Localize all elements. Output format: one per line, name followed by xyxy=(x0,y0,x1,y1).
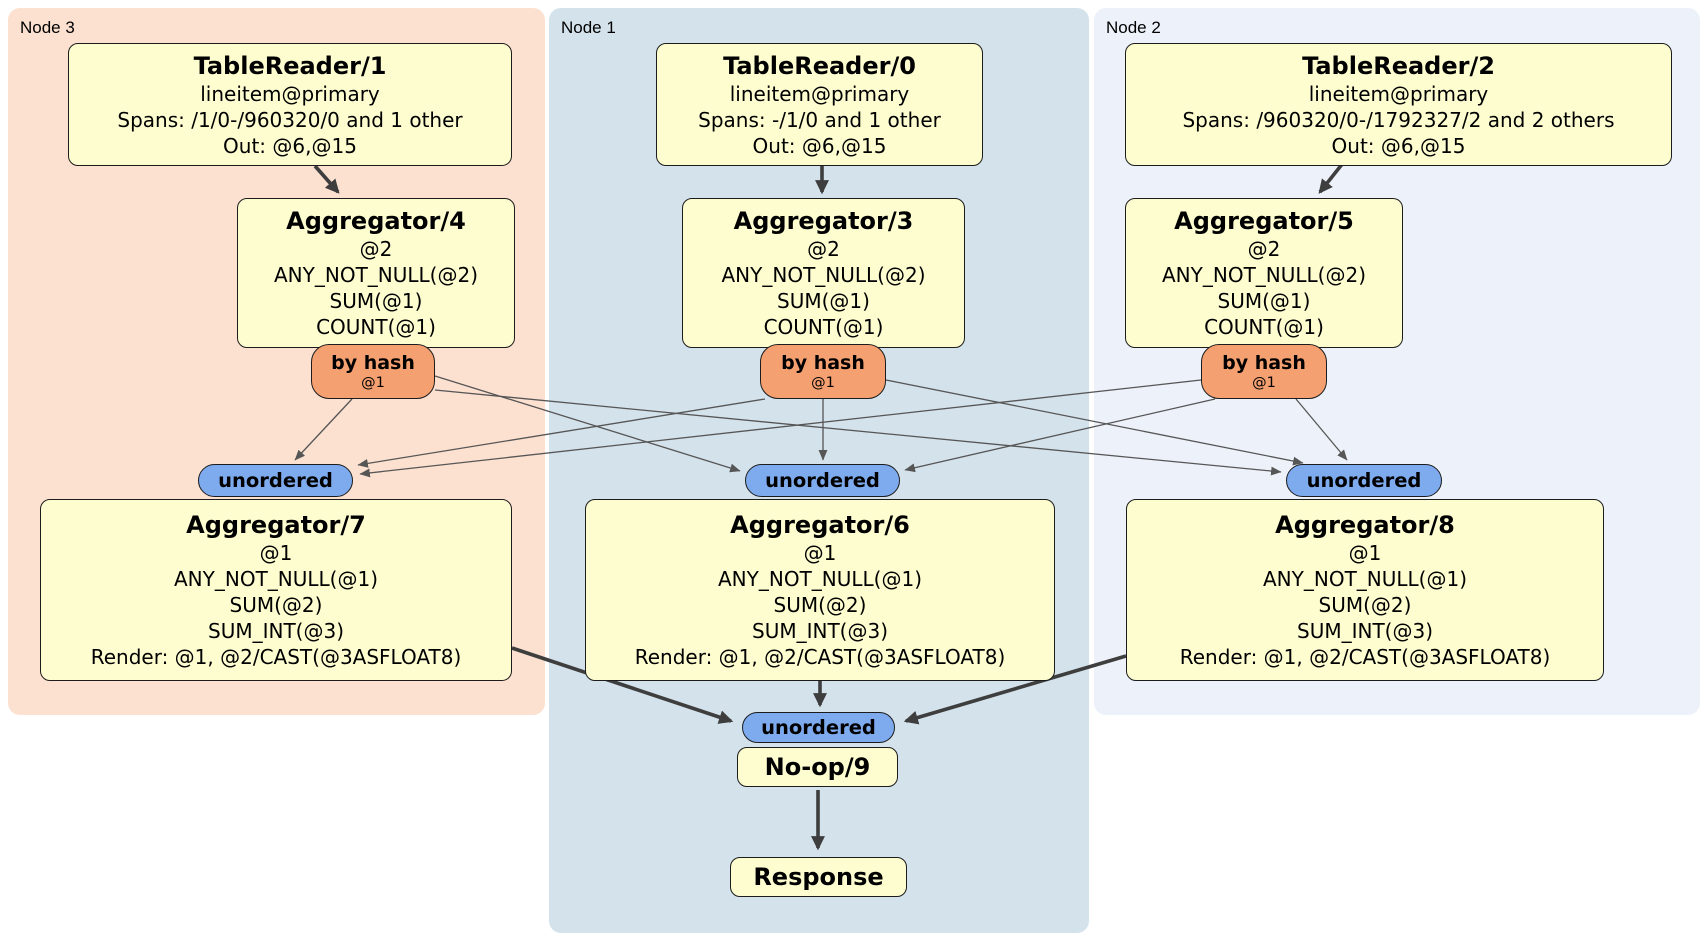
aggregator-6-group: @1 xyxy=(803,541,837,565)
aggregator-4-title: Aggregator/4 xyxy=(286,207,466,235)
aggregator-8-group: @1 xyxy=(1348,541,1382,565)
edge-bh4-uno8 xyxy=(434,389,1282,476)
aggregator-6-fn2: SUM(@2) xyxy=(773,593,867,617)
edge-bh4-uno6 xyxy=(434,375,741,473)
node3-region-label: Node 3 xyxy=(20,18,75,37)
aggregator-6-render: Render: @1, @2/CAST(@3ASFLOAT8) xyxy=(634,645,1006,669)
aggregator-4-fn2: SUM(@1) xyxy=(329,289,423,313)
tablereader-0-title: TableReader/0 xyxy=(723,51,916,80)
unordered-sync-final-label: unordered xyxy=(761,715,876,739)
aggregator-3-fn1: ANY_NOT_NULL(@2) xyxy=(721,263,926,287)
aggregator-7-render: Render: @1, @2/CAST(@3ASFLOAT8) xyxy=(90,645,462,669)
edge-tr1-agg4 xyxy=(313,164,340,194)
unordered-sync-6-pill: unordered xyxy=(745,464,900,497)
response-box: Response xyxy=(730,857,907,897)
aggregator-6-box: Aggregator/6 @1 ANY_NOT_NULL(@1) SUM(@2)… xyxy=(585,499,1055,681)
aggregator-8-render: Render: @1, @2/CAST(@3ASFLOAT8) xyxy=(1179,645,1551,669)
tablereader-0-spans: Spans: -/1/0 and 1 other xyxy=(698,107,941,132)
hash-router-4-label: by hash xyxy=(331,351,415,374)
aggregator-5-fn1: ANY_NOT_NULL(@2) xyxy=(1162,263,1366,287)
edge-bh5-uno6 xyxy=(904,398,1216,473)
node2-region-label: Node 2 xyxy=(1106,18,1161,37)
tablereader-2-title: TableReader/2 xyxy=(1302,51,1495,80)
hash-router-5-label: by hash xyxy=(1222,351,1306,374)
tablereader-0-index: lineitem@primary xyxy=(729,81,910,106)
aggregator-4-fn1: ANY_NOT_NULL(@2) xyxy=(274,263,478,287)
edge-agg7-sync9 xyxy=(511,646,734,724)
aggregator-7-box: Aggregator/7 @1 ANY_NOT_NULL(@1) SUM(@2)… xyxy=(40,499,512,681)
edge-agg8-sync9 xyxy=(903,654,1127,725)
tablereader-0-box: TableReader/0 lineitem@primary Spans: -/… xyxy=(656,43,983,166)
aggregator-7-fn2: SUM(@2) xyxy=(229,593,323,617)
tablereader-1-box: TableReader/1 lineitem@primary Spans: /1… xyxy=(68,43,512,166)
tablereader-0-out: Out: @6,@15 xyxy=(752,133,887,158)
aggregator-4-box: Aggregator/4 @2 ANY_NOT_NULL(@2) SUM(@1)… xyxy=(237,198,515,348)
edge-tr2-agg5 xyxy=(1318,161,1345,194)
aggregator-3-box: Aggregator/3 @2 ANY_NOT_NULL(@2) SUM(@1)… xyxy=(682,198,965,348)
hash-router-4-key: @1 xyxy=(361,374,385,391)
aggregator-8-title: Aggregator/8 xyxy=(1275,511,1455,539)
aggregator-6-fn3: SUM_INT(@3) xyxy=(752,619,888,643)
unordered-sync-8-pill: unordered xyxy=(1286,464,1442,497)
hash-router-3-key: @1 xyxy=(811,374,835,391)
aggregator-8-fn3: SUM_INT(@3) xyxy=(1297,619,1433,643)
tablereader-1-title: TableReader/1 xyxy=(193,51,387,80)
aggregator-7-group: @1 xyxy=(259,541,293,565)
aggregator-4-fn3: COUNT(@1) xyxy=(316,315,436,339)
tablereader-1-out: Out: @6,@15 xyxy=(223,133,357,158)
unordered-sync-final-pill: unordered xyxy=(742,712,895,743)
hash-router-5-key: @1 xyxy=(1252,374,1276,391)
edge-bh5-uno8 xyxy=(1295,398,1348,461)
aggregator-4-group: @2 xyxy=(359,237,393,261)
aggregator-7-fn1: ANY_NOT_NULL(@1) xyxy=(174,567,378,591)
edge-bh3-uno8 xyxy=(885,379,1304,466)
hash-router-3-label: by hash xyxy=(781,351,865,374)
aggregator-7-fn3: SUM_INT(@3) xyxy=(208,619,344,643)
aggregator-3-title: Aggregator/3 xyxy=(733,207,914,235)
unordered-sync-6-label: unordered xyxy=(765,468,880,492)
aggregator-6-fn1: ANY_NOT_NULL(@1) xyxy=(718,567,922,591)
unordered-sync-7-pill: unordered xyxy=(198,464,353,497)
aggregator-3-group: @2 xyxy=(807,237,840,261)
hash-router-4-pill: by hash @1 xyxy=(311,344,435,399)
noop-9-box: No-op/9 xyxy=(737,747,898,787)
tablereader-1-index: lineitem@primary xyxy=(200,81,380,106)
aggregator-3-fn2: SUM(@1) xyxy=(777,289,870,313)
tablereader-1-spans: Spans: /1/0-/960320/0 and 1 other xyxy=(117,107,463,132)
aggregator-5-fn2: SUM(@1) xyxy=(1217,289,1311,313)
tablereader-2-spans: Spans: /960320/0-/1792327/2 and 2 others xyxy=(1182,107,1615,132)
aggregator-5-box: Aggregator/5 @2 ANY_NOT_NULL(@2) SUM(@1)… xyxy=(1125,198,1403,348)
tablereader-2-index: lineitem@primary xyxy=(1308,81,1489,106)
aggregator-8-box: Aggregator/8 @1 ANY_NOT_NULL(@1) SUM(@2)… xyxy=(1126,499,1604,681)
aggregator-5-title: Aggregator/5 xyxy=(1174,207,1354,235)
tablereader-2-out: Out: @6,@15 xyxy=(1331,133,1466,158)
noop-9-title: No-op/9 xyxy=(764,753,871,781)
aggregator-3-fn3: COUNT(@1) xyxy=(763,315,884,339)
aggregator-6-title: Aggregator/6 xyxy=(730,511,910,539)
aggregator-8-fn1: ANY_NOT_NULL(@1) xyxy=(1263,567,1467,591)
unordered-sync-7-label: unordered xyxy=(218,468,333,492)
edge-bh3-uno7 xyxy=(357,398,766,468)
edge-bh5-uno7 xyxy=(359,379,1202,478)
tablereader-2-box: TableReader/2 lineitem@primary Spans: /9… xyxy=(1125,43,1672,166)
aggregator-7-title: Aggregator/7 xyxy=(186,511,366,539)
aggregator-8-fn2: SUM(@2) xyxy=(1318,593,1412,617)
edge-bh4-uno7 xyxy=(294,398,353,461)
hash-router-3-pill: by hash @1 xyxy=(760,344,886,399)
unordered-sync-8-label: unordered xyxy=(1306,468,1422,492)
response-title: Response xyxy=(753,863,884,891)
node1-region-label: Node 1 xyxy=(561,18,616,37)
aggregator-5-fn3: COUNT(@1) xyxy=(1204,315,1324,339)
hash-router-5-pill: by hash @1 xyxy=(1201,344,1327,399)
aggregator-5-group: @2 xyxy=(1247,237,1281,261)
